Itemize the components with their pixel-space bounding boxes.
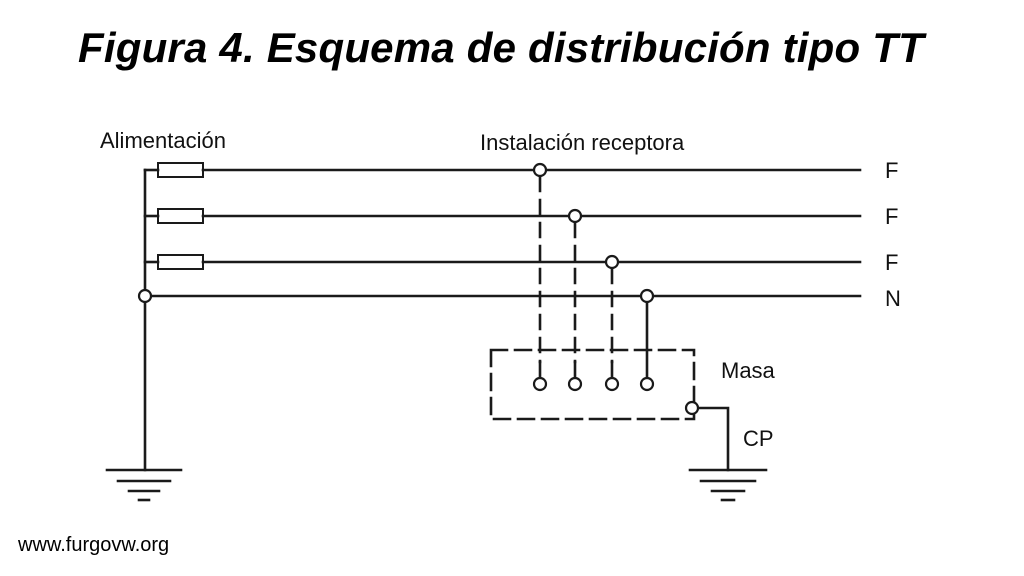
figure-title: Figura 4. Esquema de distribución tipo T… [78,24,924,71]
conductor-label-2: F [885,204,898,229]
fuse-3 [157,254,204,270]
protective-conductor-label: CP [743,426,774,451]
receiver-label: Instalación receptora [480,130,685,155]
conductor-label-1: F [885,158,898,183]
conductor-label-3: F [885,250,898,275]
node-mass-3 [604,376,620,392]
mass-label: Masa [721,358,776,383]
node-mass-1 [532,376,548,392]
protective-conductor [696,406,730,472]
node-mass-4 [639,376,655,392]
node-mass-2 [567,376,583,392]
node-phase-2-tap [567,208,583,224]
node-protective [684,400,700,416]
fuse-2 [157,208,204,224]
node-phase-1-tap [532,162,548,178]
watermark: www.furgovw.org [18,534,170,556]
supply-earth-symbol [105,468,183,502]
supply-label: Alimentación [100,128,226,153]
conductor-label-neutral: N [885,286,901,311]
mass-enclosure [489,348,696,421]
node-phase-3-tap [604,254,620,270]
fuse-1 [157,162,204,178]
node-neutral-tap [639,288,655,304]
node-neutral-supply [137,288,153,304]
installation-earth-symbol [688,468,768,502]
